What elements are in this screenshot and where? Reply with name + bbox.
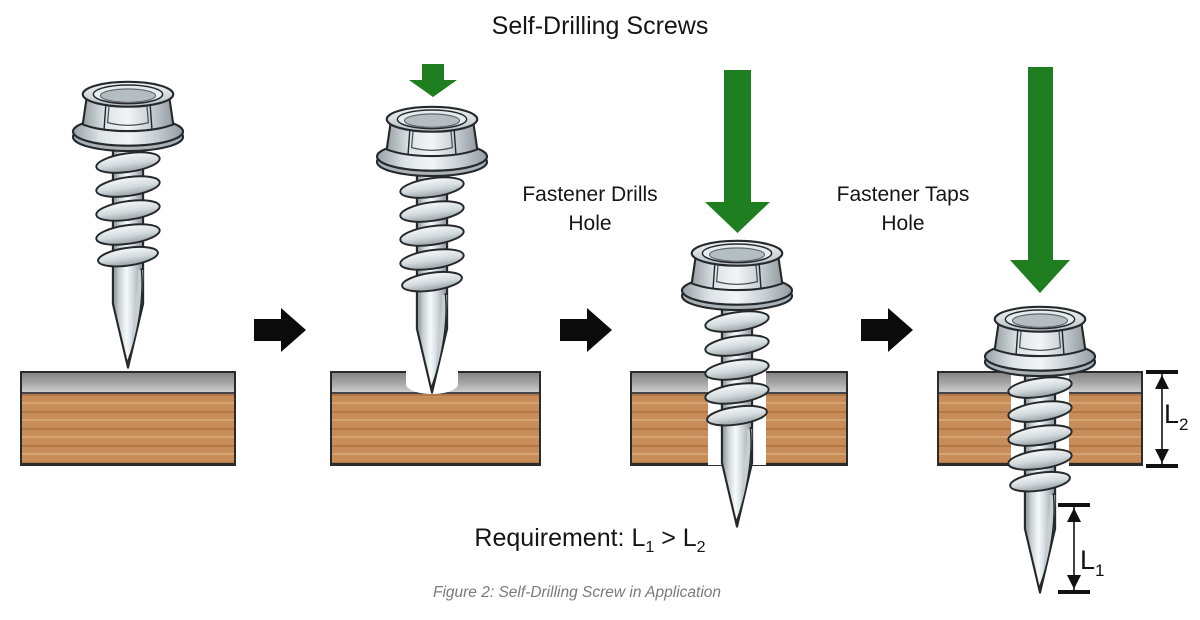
label-line: Hole <box>881 212 925 235</box>
green-down-arrow-icon <box>705 70 770 233</box>
self-drilling-screw-stage3 <box>680 239 794 528</box>
dimension-arrow-l2 <box>1146 370 1178 468</box>
dimension-label-l2: L2 <box>1164 399 1189 434</box>
dimension-label-l1: L1 <box>1080 545 1105 580</box>
black-right-arrow-icon <box>861 308 913 352</box>
dimension-arrow-l1 <box>1058 503 1090 594</box>
wood-substrate <box>22 394 234 463</box>
green-down-arrow-icon <box>1010 67 1070 293</box>
material-block-stage2 <box>330 371 541 466</box>
requirement-text: Requirement: L1 > L2 <box>474 524 706 556</box>
label-fastener-taps-hole: Fastener Taps Hole <box>803 180 1003 238</box>
metal-sheet <box>22 373 234 394</box>
self-drilling-screw-stage2 <box>375 105 489 394</box>
wood-substrate <box>332 394 539 463</box>
diagram-title: Self-Drilling Screws <box>491 12 709 40</box>
label-line: Fastener Drills <box>522 183 658 206</box>
material-block-stage1 <box>20 371 236 466</box>
self-drilling-screw-stage1 <box>71 80 185 369</box>
black-right-arrow-icon <box>560 308 612 352</box>
figure-caption: Figure 2: Self-Drilling Screw in Applica… <box>432 584 721 601</box>
black-right-arrow-icon <box>254 308 306 352</box>
green-down-arrow-icon <box>409 64 457 97</box>
label-fastener-drills-hole: Fastener Drills Hole <box>490 180 690 238</box>
label-line: Fastener Taps <box>836 183 970 206</box>
label-line: Hole <box>568 212 612 235</box>
